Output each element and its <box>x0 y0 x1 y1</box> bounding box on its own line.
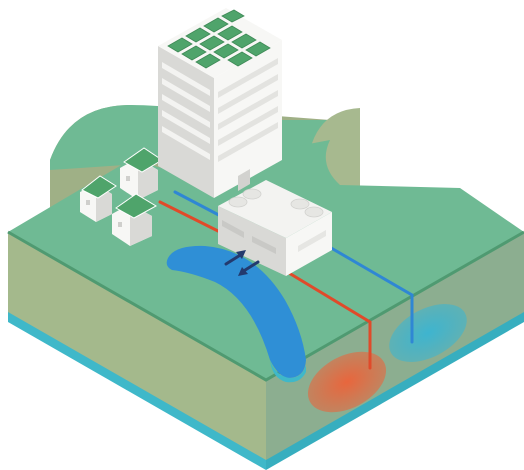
house-icon <box>120 147 163 200</box>
cold-aquifer-icon <box>389 304 467 362</box>
water-layer-right <box>266 312 524 470</box>
hot-pipe-icon <box>158 200 372 370</box>
soil-left-face <box>8 232 266 468</box>
solar-panel-icon <box>167 9 271 69</box>
river-icon <box>166 245 306 378</box>
warm-aquifer-icon <box>307 351 387 413</box>
water-layer-left <box>8 312 266 470</box>
office-building-icon <box>158 8 282 198</box>
house-icon <box>80 175 117 222</box>
house-icon <box>112 193 158 246</box>
bidirectional-arrows-icon <box>224 250 260 276</box>
heat-pump-station-icon <box>218 180 332 276</box>
